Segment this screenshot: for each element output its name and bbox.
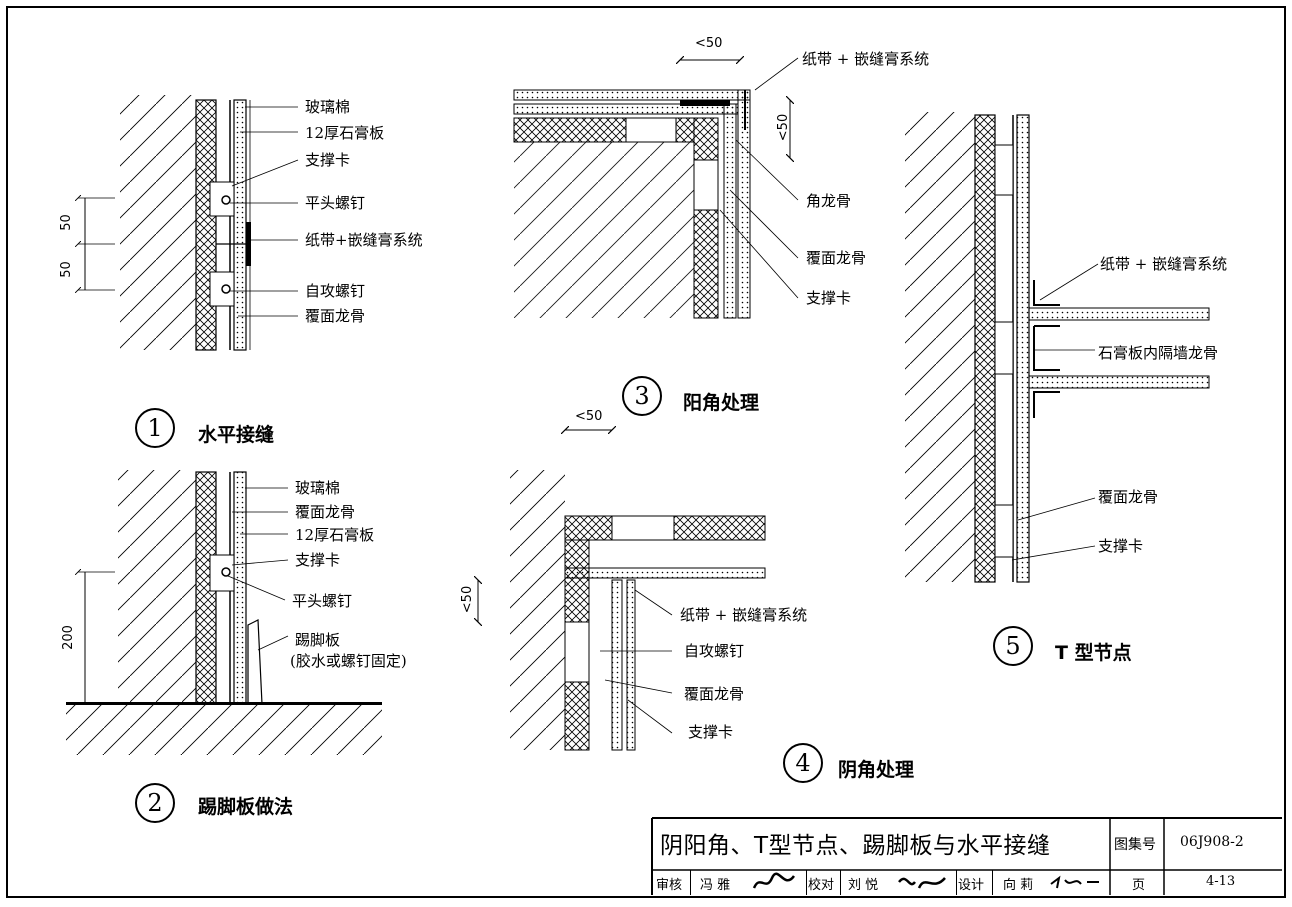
detail-title-2: 踢脚板做法 [198, 796, 294, 818]
label-tape-joint-system-3: 纸带 + 嵌缝膏系统 [802, 50, 930, 68]
detail-2-skirting [66, 470, 382, 755]
label-support-clip-3: 支撑卡 [806, 289, 852, 307]
sheet-title: 阴阳角、T型节点、踢脚板与水平接缝 [660, 833, 1051, 859]
detail-title-1: 水平接缝 [198, 424, 275, 446]
sheet-border [6, 6, 1286, 898]
label-tape-joint-system-5: 纸带 + 嵌缝膏系统 [1100, 255, 1228, 273]
detail-3-external-corner [513, 58, 799, 319]
label-skirting: 踢脚板 [295, 631, 341, 649]
dim-lt50-3a: <50 [695, 36, 723, 51]
dim-lt50-4a: <50 [575, 409, 603, 424]
label-furring-channel: 覆面龙骨 [305, 307, 366, 325]
detail-title-5: T 型节点 [1055, 642, 1132, 664]
detail-4-internal-corner [478, 430, 766, 751]
label-tape-joint-system: 纸带+嵌缝膏系统 [305, 231, 423, 249]
dim-lt50-4b: <50 [460, 585, 476, 614]
label-flat-head-screw: 平头螺钉 [305, 194, 366, 212]
label-gypsum-board-2: 12厚石膏板 [295, 526, 375, 544]
label-partition-stud: 石膏板内隔墙龙骨 [1098, 344, 1219, 362]
label-self-tapping-screw-4: 自攻螺钉 [684, 642, 745, 660]
dim-200: 200 [60, 625, 76, 650]
label-gypsum-board: 12厚石膏板 [305, 124, 385, 142]
dim-50-lower: 50 [58, 261, 74, 278]
review-label: 审核 [656, 878, 683, 893]
detail-title-4: 阴角处理 [838, 759, 915, 781]
label-furring-channel-4: 覆面龙骨 [684, 685, 745, 703]
label-furring-channel-2: 覆面龙骨 [295, 503, 356, 521]
designer-name: 向 莉 [1003, 878, 1034, 893]
detail-1-horizontal-joint [78, 95, 299, 351]
label-glass-wool: 玻璃棉 [305, 98, 351, 116]
page-label: 页 [1132, 878, 1146, 893]
check-label: 校对 [808, 878, 835, 893]
checker-signature [898, 877, 946, 889]
dim-lt50-3b: <50 [776, 113, 792, 142]
label-tape-joint-system-4: 纸带 + 嵌缝膏系统 [680, 606, 808, 624]
reviewer-signature [752, 872, 796, 889]
detail-5-t-joint [905, 112, 1210, 583]
label-furring-channel-5: 覆面龙骨 [1098, 488, 1159, 506]
atlas-label: 图集号 [1114, 837, 1156, 853]
label-skirting-note: (胶水或螺钉固定) [290, 652, 407, 670]
label-furring-channel-3: 覆面龙骨 [806, 249, 867, 267]
checker-name: 刘 悦 [848, 878, 879, 893]
detail-title-3: 阳角处理 [683, 392, 760, 414]
atlas-number: 06J908-2 [1180, 834, 1244, 850]
reviewer-name: 冯 雅 [700, 878, 731, 893]
label-corner-channel: 角龙骨 [806, 192, 852, 210]
designer-signature [1050, 875, 1099, 889]
label-self-tapping-screw: 自攻螺钉 [305, 282, 366, 300]
label-support-clip: 支撑卡 [305, 151, 351, 169]
label-support-clip-5: 支撑卡 [1098, 537, 1144, 555]
label-flat-head-screw-2: 平头螺钉 [292, 592, 353, 610]
detail-number-5: 5 [993, 626, 1033, 666]
detail-number-4: 4 [783, 743, 823, 783]
dim-50-upper: 50 [58, 214, 74, 231]
label-support-clip-2: 支撑卡 [295, 551, 341, 569]
design-label: 设计 [958, 878, 985, 893]
label-support-clip-4: 支撑卡 [688, 723, 734, 741]
detail-number-2: 2 [135, 783, 175, 823]
detail-number-1: 1 [135, 408, 175, 448]
page-number: 4-13 [1206, 874, 1236, 889]
detail-number-3: 3 [622, 376, 662, 416]
label-glass-wool-2: 玻璃棉 [295, 479, 341, 497]
